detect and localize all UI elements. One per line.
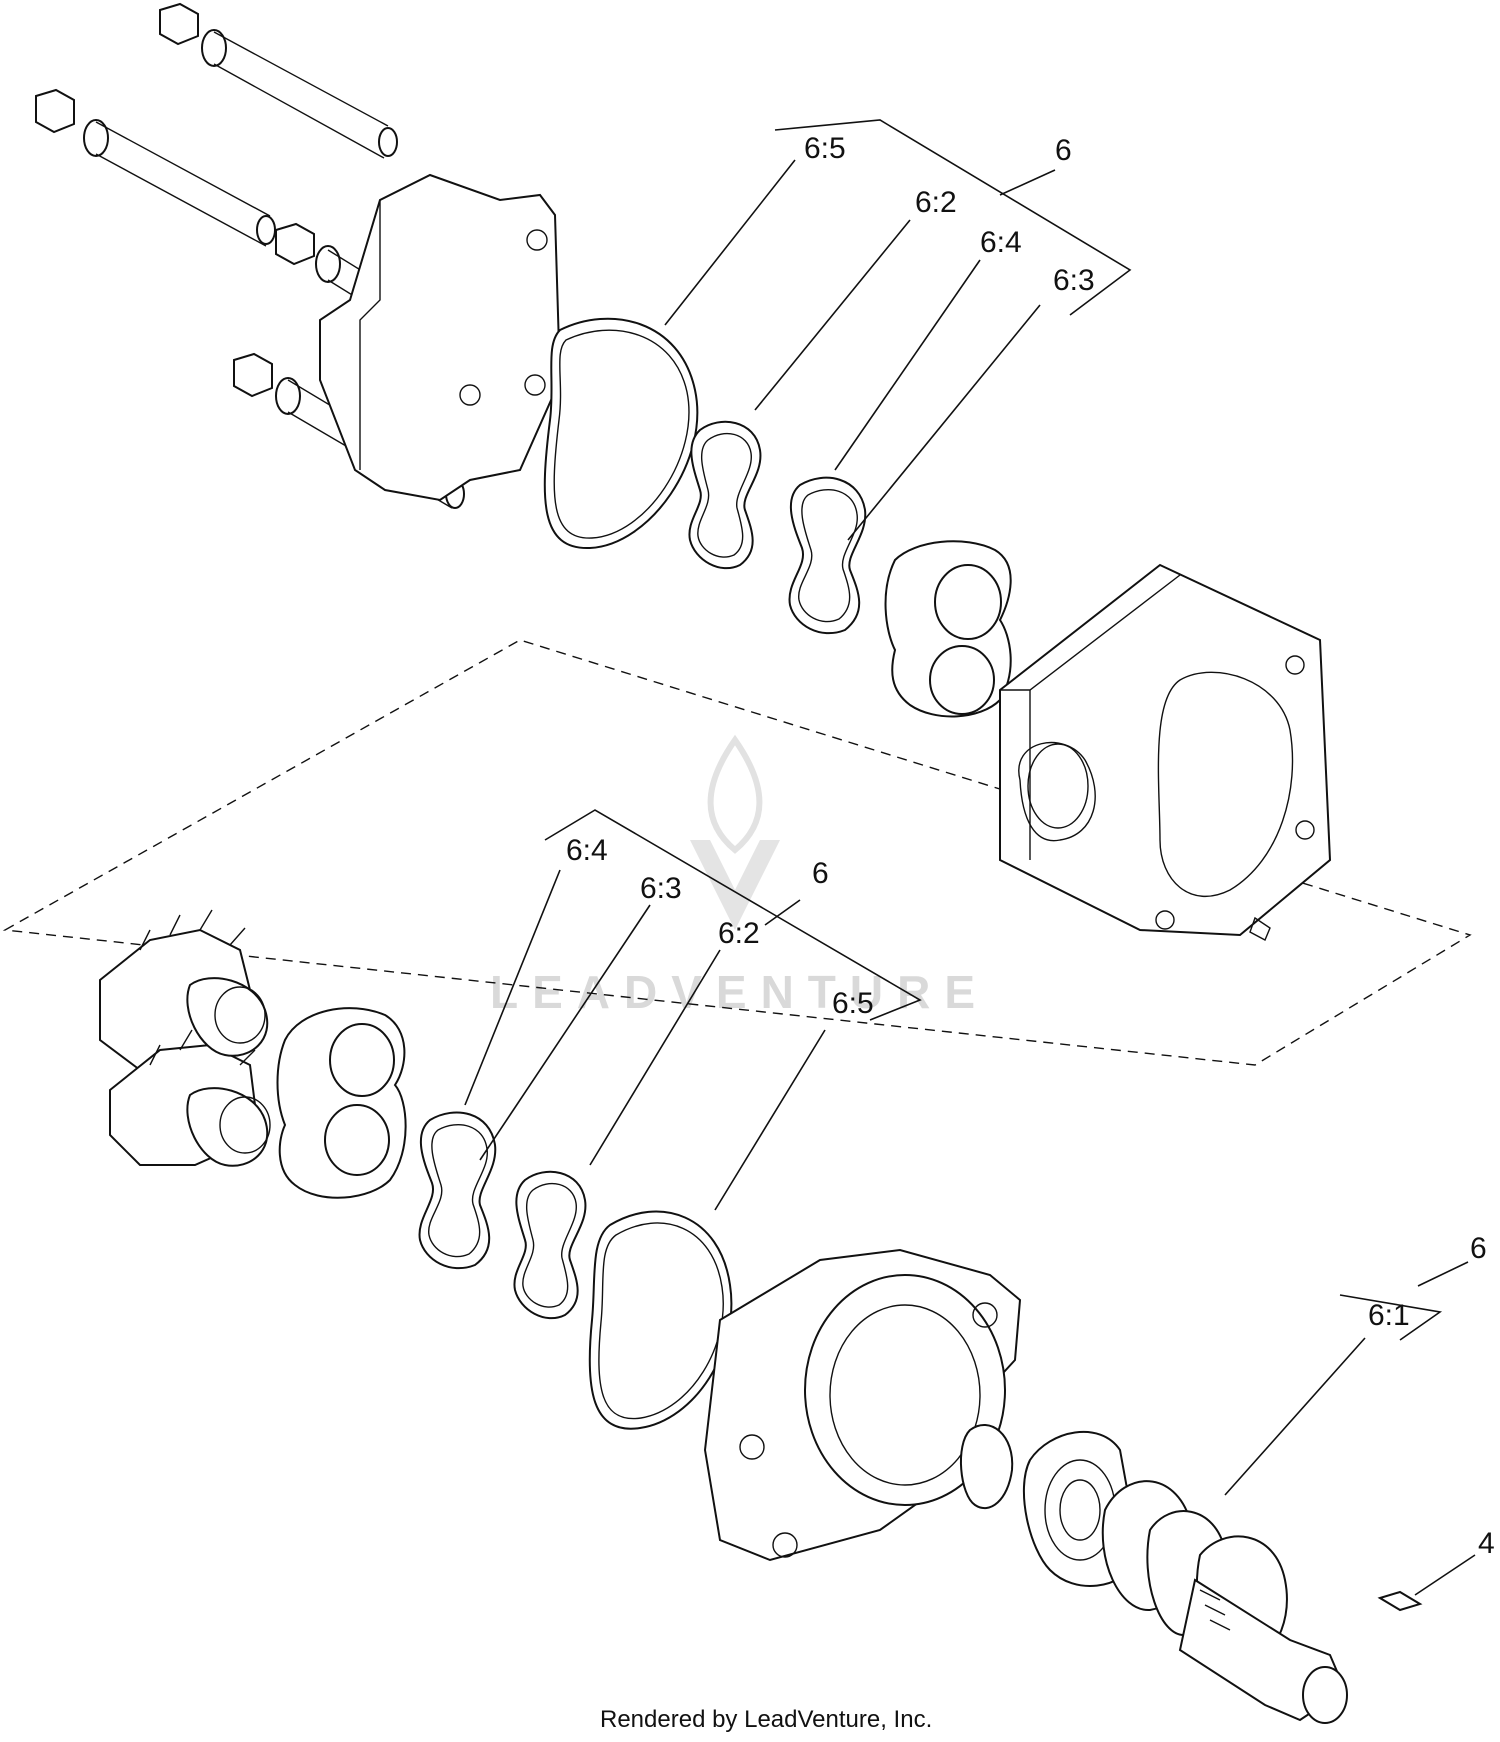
callout-group-middle: 6	[812, 857, 829, 890]
callouts-middle: 6 6:4 6:3 6:2 6:5	[566, 834, 874, 1020]
watermark-v-icon	[690, 840, 780, 930]
assembly-dashed-outline	[2, 639, 1472, 1066]
callouts-top: 6 6:5 6:2 6:4 6:3	[804, 132, 1095, 297]
gasket-top-2	[788, 476, 867, 635]
leader-lines	[464, 119, 1476, 1596]
callout-6-5-middle: 6:5	[832, 987, 874, 1020]
watermark-text: LEADVENTURE	[490, 966, 989, 1018]
gasket-lower-2	[513, 1170, 587, 1320]
bolt	[35, 88, 276, 247]
bearing-block-top	[884, 540, 1012, 718]
callout-6-1: 6:1	[1368, 1299, 1410, 1332]
seal-ring-top	[543, 317, 699, 550]
seal-ring-lower	[588, 1210, 733, 1430]
mounting-flange	[703, 1248, 1022, 1562]
callout-6-3-top: 6:3	[1053, 264, 1095, 297]
callout-group-top: 6	[1055, 134, 1072, 167]
callouts-bottom-right: 6 6:1 4	[1368, 1232, 1495, 1560]
gears	[99, 909, 271, 1167]
callout-6-5-top: 6:5	[804, 132, 846, 165]
watermark-flame-icon	[707, 734, 763, 854]
gasket-top-1	[688, 420, 762, 570]
watermark: LEADVENTURE	[490, 734, 989, 1018]
drive-shaft	[1178, 1578, 1348, 1724]
callout-6-2-middle: 6:2	[718, 917, 760, 950]
callout-6-4-top: 6:4	[980, 226, 1022, 259]
snap-ring-small	[959, 1424, 1014, 1510]
bolt	[159, 2, 398, 159]
bearing-block-lower	[276, 1007, 407, 1199]
pump-body	[999, 563, 1332, 941]
end-cover	[319, 173, 562, 502]
callout-6-3-middle: 6:3	[640, 872, 682, 905]
callout-6-2-top: 6:2	[915, 186, 957, 219]
callout-part-4: 4	[1478, 1527, 1495, 1560]
callout-group-bottom: 6	[1470, 1232, 1487, 1265]
gasket-lower-1	[418, 1111, 497, 1270]
render-credit: Rendered by LeadVenture, Inc.	[600, 1706, 932, 1733]
shaft-key	[1377, 1590, 1423, 1612]
callout-6-4-middle: 6:4	[566, 834, 608, 867]
